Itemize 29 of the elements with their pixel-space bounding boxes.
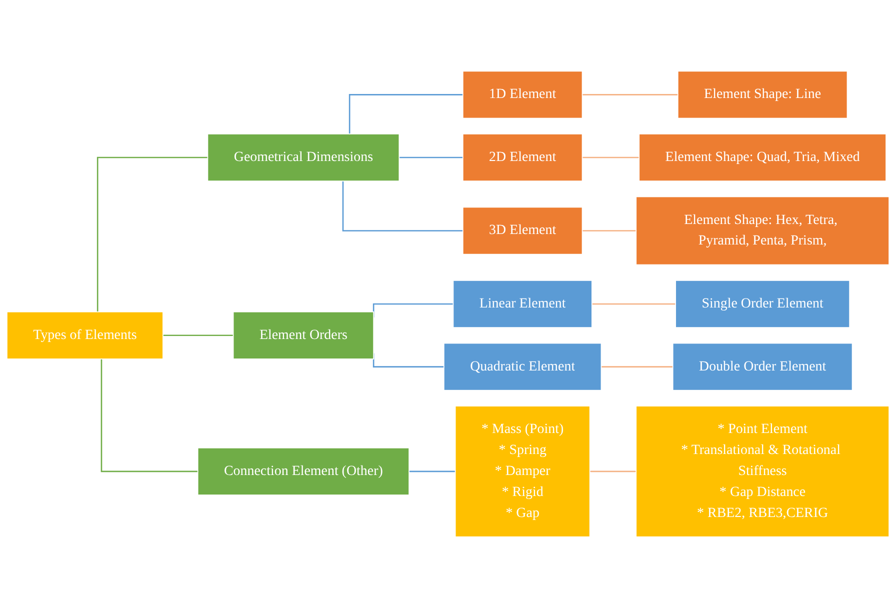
node-box: 2D Element bbox=[462, 134, 583, 182]
node-box: Single Order Element bbox=[675, 280, 850, 328]
node-box: Connection Element (Other) bbox=[197, 447, 410, 496]
connector bbox=[591, 303, 676, 305]
connector bbox=[589, 470, 636, 472]
node-box: Element Shape: Hex, Tetra, Pyramid, Penta, Prism, bbox=[636, 196, 890, 266]
connector bbox=[408, 470, 456, 472]
connector bbox=[600, 366, 673, 368]
node-box: Quadratic Element bbox=[443, 342, 602, 391]
connector bbox=[398, 156, 463, 158]
connector bbox=[582, 230, 636, 232]
connector bbox=[100, 358, 198, 472]
connector bbox=[582, 156, 640, 158]
node-box: Linear Element bbox=[452, 280, 592, 328]
node-box: 3D Element bbox=[462, 206, 583, 255]
node-box: * Point Element * Translational & Rotational Stiffness * Gap Distance * RBE2, RBE3,CERIG bbox=[636, 406, 890, 538]
connector bbox=[96, 156, 208, 312]
node-box: Geometrical Dimensions bbox=[207, 134, 400, 182]
node-box: * Mass (Point) * Spring * Damper * Rigid * Gap bbox=[454, 406, 590, 538]
connector bbox=[162, 334, 234, 336]
node-box: Types of Elements bbox=[6, 311, 164, 360]
connector bbox=[348, 94, 463, 134]
connector bbox=[342, 181, 463, 232]
node-box: Element Shape: Line bbox=[677, 70, 848, 119]
node-box: Double Order Element bbox=[672, 342, 853, 391]
node-box: Element Shape: Quad, Tria, Mixed bbox=[638, 134, 886, 182]
node-box: 1D Element bbox=[462, 70, 583, 119]
connector bbox=[582, 94, 678, 96]
node-box: Element Orders bbox=[232, 311, 374, 360]
